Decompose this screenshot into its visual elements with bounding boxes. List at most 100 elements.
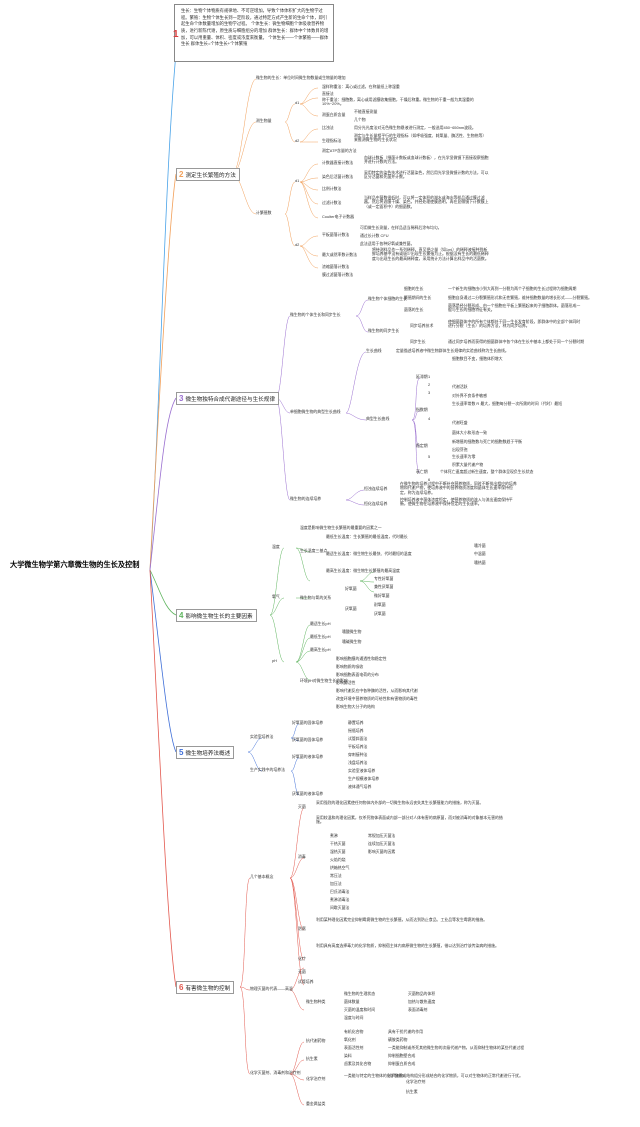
b6-node[interactable]: 抗生素 — [306, 1056, 318, 1061]
b4-node[interactable]: 厌氧菌 — [374, 611, 386, 616]
b2-node[interactable]: 用分光光度法对无色微生物悬液进行测定，一般选用450~650nm波段。 — [354, 125, 476, 130]
b4-node[interactable]: 耐氧菌 — [374, 602, 386, 607]
b5-node[interactable]: 静置培养 — [348, 720, 364, 725]
b2-node[interactable]: 湿样称重法：离心或过滤，在称量纸上称湿重 — [322, 84, 400, 89]
b2-node[interactable]: 测定与生长量相平行的生理指标（如呼吸强度、耗氧量、酶活性、生物热等）来推测微生物… — [354, 133, 487, 143]
b6-node[interactable]: 影响灭菌的因素 — [368, 849, 396, 854]
b3-node[interactable]: 恒化连续培养 — [364, 501, 388, 506]
b2-node[interactable]: 膜过滤菌落计数法 — [322, 272, 354, 277]
b6-node[interactable]: 温度与时间 — [344, 1015, 364, 1020]
b6-node[interactable]: 化疗 — [298, 956, 306, 961]
b6-node[interactable]: 间歇灭菌法 — [330, 905, 350, 910]
b3-node[interactable]: 微生物的个体生长和同步生长 — [290, 312, 341, 317]
b3-node[interactable]: 延滞期 — [416, 374, 428, 379]
b3-node[interactable]: 同步培养技术 — [410, 323, 434, 328]
b3-node[interactable]: 稳定期 — [416, 443, 428, 448]
b6-node[interactable]: 试管培养 — [298, 979, 314, 984]
b5-node[interactable]: 平板培养法 — [348, 744, 368, 749]
b3-node[interactable]: 2 — [428, 382, 431, 387]
b2-node[interactable]: 测生物量 — [256, 118, 272, 123]
b4-node[interactable]: 最低生长pH — [310, 634, 331, 639]
b6-node[interactable]: 湿热灭菌 — [330, 849, 346, 854]
b2-node[interactable]: d2 — [295, 138, 300, 143]
b5-node[interactable]: 液体通气培养 — [348, 784, 372, 789]
b3-node[interactable]: 5 — [428, 454, 431, 459]
b6-node[interactable]: 灭菌 — [298, 804, 306, 809]
b3-node[interactable]: 繁殖期间的生长 — [404, 295, 432, 300]
b4-node[interactable]: 厌氧菌 — [345, 606, 357, 611]
b3-node[interactable]: 单细胞微生物的典型生长曲线 — [290, 409, 341, 414]
b2-node[interactable]: 测定ATP含量的方法 — [322, 148, 357, 153]
b6-node[interactable]: 干热灭菌 — [330, 841, 346, 846]
b6-node[interactable]: 常规加压灭菌法 — [368, 833, 396, 838]
b6-node[interactable]: 化学治疗剂 — [406, 1079, 426, 1084]
b6-node[interactable]: 连续加压灭菌法 — [368, 841, 396, 846]
b2-node[interactable]: 计数器直接计数法 — [322, 160, 354, 165]
b3-node[interactable]: 指数期 — [416, 407, 428, 412]
b3-node[interactable]: 定量描述培养液中微生物群体生长规律的实验曲线称为生长曲线。 — [396, 348, 509, 353]
b2-node[interactable]: 不能直接测量 — [354, 109, 378, 114]
b4-node[interactable]: 嗜热菌 — [474, 560, 486, 565]
b6-node[interactable]: 利用某种理化因素完全抑制霉腐微生物的生长繁殖，从而达到防止食品、工业品等发生霉腐… — [316, 917, 488, 922]
b2-node[interactable]: 称干重法：细胞数，离心或用滤膜收集细胞，干燥后称重。微生物的干重一般为其湿重的1… — [322, 97, 474, 107]
b6-node[interactable]: 煮沸 — [330, 833, 338, 838]
b2-node[interactable]: 微生物的生长：单位时间微生物数量或生物量的增加 — [256, 75, 346, 80]
b6-node[interactable]: 无菌 — [298, 969, 306, 974]
b5-node[interactable]: 实验室液体培养 — [348, 768, 376, 773]
b5-node[interactable]: 穿刺接种法 — [348, 752, 368, 757]
b2-node[interactable]: 染色后活菌计数法 — [322, 174, 354, 179]
b3-node[interactable]: 3 — [428, 390, 431, 395]
b3-node[interactable]: 积累大量代谢产物 — [452, 462, 484, 467]
b6-node[interactable]: 煮沸消毒法 — [330, 897, 350, 902]
b5-node[interactable]: 好氧菌的固体培养 — [292, 720, 324, 725]
b6-node[interactable]: 菌体数量 — [344, 999, 360, 1004]
b3-node[interactable]: 控制培养液中菌体浓度恒定，使营养物质的流入与流出速度保持平衡，使微生物在培养液中… — [400, 497, 513, 507]
b6-node[interactable]: 磺胺类药物 — [388, 1037, 408, 1042]
b4-node[interactable]: 最高生长pH — [310, 647, 331, 652]
b2-node[interactable]: d2 — [295, 242, 300, 247]
b3-node[interactable]: 菌落是经分裂形成、由一个细胞在平板上繁殖起来的子细胞群体。菌落形成一般与生长的细… — [448, 303, 581, 313]
b3-node[interactable]: 恒浊连续培养 — [364, 486, 388, 491]
b2-node[interactable]: 采用特定的染色技术进行活菌染色，然后用光学显微镜计数的方法，可以区分活菌和死菌并… — [364, 170, 489, 180]
b3-node[interactable]: 菌体大小和形态一致 — [452, 430, 488, 435]
b4-node[interactable]: 嗜碱微生物 — [342, 639, 362, 644]
b3-node[interactable]: 通过同步培养而获得的细菌群体中各个体在生长中基本上都处于同一个分裂时期 — [448, 339, 585, 344]
b4-node[interactable]: 嗜酸微生物 — [342, 629, 362, 634]
b6-node[interactable]: 化学治疗剂 — [306, 1076, 326, 1081]
b4-node[interactable]: 温度是影响微生物生长繁殖的最重要的因素之一 — [300, 525, 382, 530]
b3-node[interactable]: 微生物个体细胞的生长 — [368, 296, 407, 301]
b6-node[interactable]: 氧化剂 — [344, 1037, 356, 1042]
b3-node[interactable]: 新增殖的细胞数与死亡的细胞数趋于平衡 — [452, 439, 523, 444]
b6-node[interactable]: 卤素及其化合物 — [344, 1061, 372, 1066]
b4-node[interactable]: 专性好氧菌 — [374, 576, 394, 581]
b4-node[interactable]: 嗜冷菌 — [474, 543, 486, 548]
b3-node[interactable]: 菌落的生长 — [404, 307, 424, 312]
b3-node[interactable]: 对外界不良条件敏感 — [452, 393, 488, 398]
b6-node[interactable]: 物理灭菌的代表——高温 — [250, 986, 293, 991]
b4-node[interactable]: 影响物质的吸收 — [336, 664, 364, 669]
b3-node[interactable]: 衰亡期 — [416, 469, 428, 474]
b6-node[interactable]: 消毒 — [298, 854, 306, 859]
b5-node[interactable]: 生产实践中的培养法 — [250, 767, 286, 772]
b4-node[interactable]: 微生物与氧的关系 — [300, 595, 332, 600]
b3-node[interactable]: 一个新生的细胞由小到大再到一分裂为两个子细胞的生长过程称为细胞周期 — [448, 286, 577, 291]
b2-node[interactable]: d1 — [295, 178, 300, 183]
b6-node[interactable]: 一类能与特定的生物体的化学物质或结构组分形成结合的化学物质，可以对生物体的正常代… — [344, 1073, 523, 1078]
b5-node[interactable]: 好氧菌的液体培养 — [292, 754, 324, 759]
b2-node[interactable]: 直接法 — [322, 91, 334, 96]
b2-node[interactable]: 测蛋白质含量 — [322, 112, 346, 117]
b4-node[interactable]: 氧气 — [272, 594, 280, 599]
b3-node[interactable]: 使细菌群体中的所有个体都处于同一生长发育阶段，即群体中的全部个体同时进行分裂（生… — [448, 319, 581, 329]
b5-node[interactable]: 厌氧菌的固体培养 — [292, 737, 324, 742]
b6-node[interactable]: 巴氏消毒法 — [330, 889, 350, 894]
b3-node[interactable]: 1 — [428, 374, 431, 379]
b2-node[interactable]: 将待测样品作一系列稀释，直至把少量（如1ml）的稀释液接种到新鲜培养基中没有或极… — [372, 247, 489, 261]
b6-node[interactable]: 抑制蛋白质合成 — [388, 1061, 416, 1066]
b3-node[interactable]: 4 — [428, 416, 431, 421]
b3-node[interactable]: 微生物的连续培养 — [290, 496, 322, 501]
b3-node[interactable]: 6 — [428, 477, 431, 482]
b6-node[interactable]: 加压法 — [330, 881, 342, 886]
